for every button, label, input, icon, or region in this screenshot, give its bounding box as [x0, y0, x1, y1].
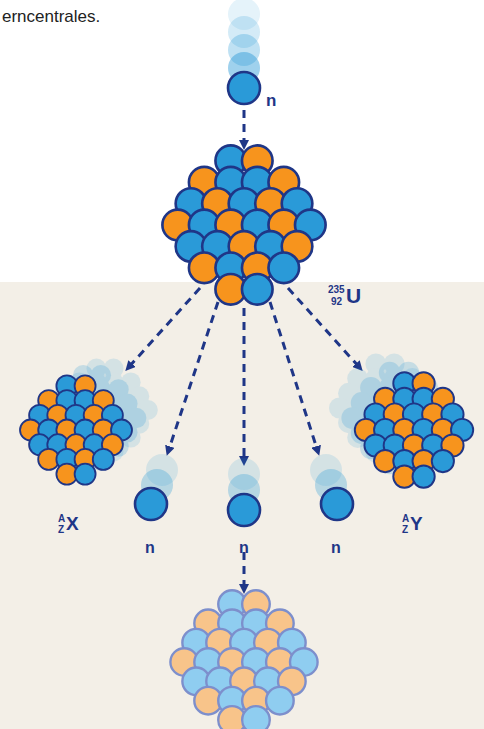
atomic-number: Z	[402, 525, 408, 535]
element-symbol: X	[66, 514, 79, 533]
mass-number: A	[58, 514, 65, 524]
caption-fragment: erncentrales.	[2, 8, 100, 25]
particle-label: n	[145, 540, 155, 556]
particle-label: n	[239, 540, 249, 556]
mass-number: A	[402, 514, 409, 524]
atomic-number: Z	[58, 525, 64, 535]
atomic-number: 92	[331, 297, 342, 307]
mass-number: 235	[328, 285, 345, 295]
element-symbol: U	[346, 285, 361, 306]
particle-label: n	[266, 92, 276, 109]
element-symbol: Y	[410, 514, 423, 533]
particle-label: n	[331, 540, 341, 556]
